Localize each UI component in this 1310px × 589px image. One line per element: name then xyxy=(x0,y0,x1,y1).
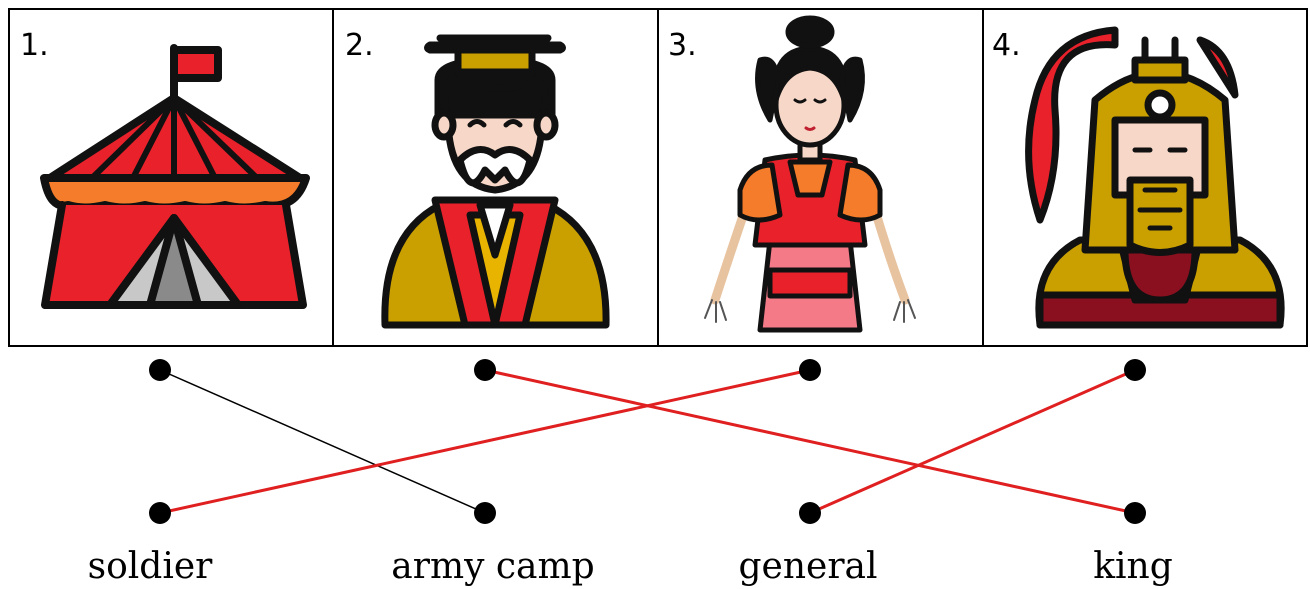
picture-dot-3[interactable] xyxy=(799,359,821,381)
woman-in-armor-icon xyxy=(704,15,916,333)
picture-dot-4[interactable] xyxy=(1124,359,1146,381)
match-lines xyxy=(159,368,1136,515)
word-label-4: king xyxy=(1093,546,1173,587)
word-dot-1[interactable] xyxy=(149,502,171,524)
card-number-3: 3. xyxy=(668,28,697,63)
helmeted-warrior-icon xyxy=(1025,26,1285,329)
card-number-1: 1. xyxy=(20,28,49,63)
word-label-3: general xyxy=(738,546,877,587)
word-label-1: soldier xyxy=(88,546,214,587)
word-dot-3[interactable] xyxy=(799,502,821,524)
card-number-2: 2. xyxy=(345,28,374,63)
card-number-4: 4. xyxy=(992,28,1021,63)
word-label-2: army camp xyxy=(391,546,594,587)
circus-tent-icon xyxy=(40,44,310,309)
word-dot-2[interactable] xyxy=(474,502,496,524)
match-line-2 xyxy=(484,368,1136,515)
match-line-1 xyxy=(159,369,486,514)
word-dot-4[interactable] xyxy=(1124,502,1146,524)
picture-dots xyxy=(149,359,1146,381)
picture-dot-1[interactable] xyxy=(149,359,171,381)
word-dots xyxy=(149,502,1146,524)
match-line-3 xyxy=(159,368,811,515)
old-sage-with-hat-icon xyxy=(381,34,610,329)
picture-grid xyxy=(8,8,1308,347)
match-line-4 xyxy=(809,368,1136,515)
picture-dot-2[interactable] xyxy=(474,359,496,381)
